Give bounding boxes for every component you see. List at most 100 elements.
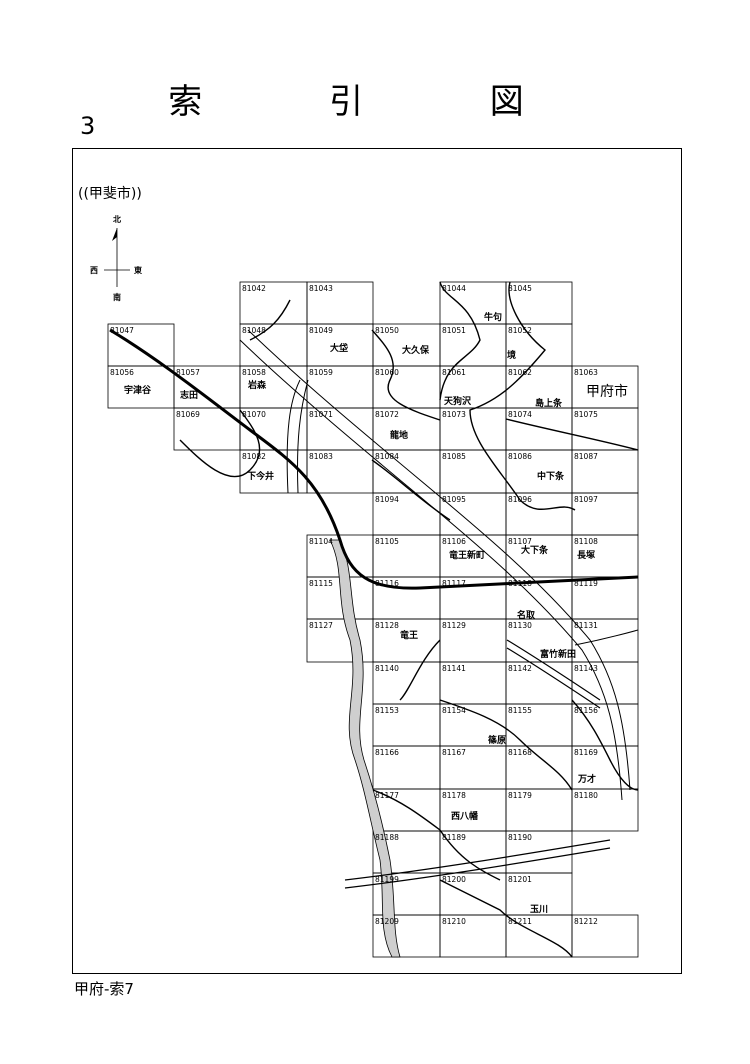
sheet-number: 81052	[508, 326, 532, 335]
page-number: 3	[80, 112, 96, 140]
sheet-number: 81200	[442, 875, 466, 884]
road-alps-dori	[344, 839, 611, 881]
north-arrow-icon	[112, 228, 117, 241]
place-label: 大久保	[402, 344, 430, 356]
place-label: 下今井	[247, 470, 274, 482]
place-label: 大下条	[521, 544, 549, 556]
sheet-number: 81058	[242, 368, 266, 377]
sheet-number: 81190	[508, 833, 532, 842]
place-label: 富竹新田	[540, 648, 576, 660]
sheet-number: 81199	[375, 875, 399, 884]
sheet-number: 81212	[574, 917, 598, 926]
place-label: 長塚	[577, 549, 595, 561]
place-label: 岩森	[247, 379, 267, 391]
map-frame	[72, 148, 682, 974]
boundary-line	[469, 281, 576, 511]
sheet-number: 81051	[442, 326, 466, 335]
sheet-number: 81155	[508, 706, 532, 715]
place-labels: 牛句大垈大久保境宇津谷志田岩森天狗沢島上条龍地下今井中下条竜王新町大下条長塚竜王…	[124, 311, 596, 915]
compass-north: 北	[113, 214, 121, 224]
sheet-number: 81130	[508, 621, 532, 630]
sheet-number: 81167	[442, 748, 466, 757]
sheet-number: 81047	[110, 326, 134, 335]
sheet-number: 81094	[375, 495, 399, 504]
highway-road	[247, 329, 631, 791]
sheet-number: 81086	[508, 452, 532, 461]
boundary-line	[439, 699, 573, 791]
place-label: 志田	[180, 389, 198, 401]
sheet-number: 81188	[375, 833, 399, 842]
sheet-number: 81056	[110, 368, 134, 377]
sheet-number: 81178	[442, 791, 466, 800]
place-label: 境	[507, 349, 516, 361]
sheet-number: 81169	[574, 748, 598, 757]
sheet-grid	[107, 281, 639, 958]
sheet-number: 81087	[574, 452, 598, 461]
page-title: 索 引 図	[168, 82, 582, 122]
boundary-line	[505, 418, 639, 451]
sheet-number: 81057	[176, 368, 200, 377]
sheet-number: 81060	[375, 368, 399, 377]
sheet-number: 81119	[574, 579, 598, 588]
sheet-number: 81082	[242, 452, 266, 461]
highway-road	[239, 339, 623, 801]
sheet-number: 81049	[309, 326, 333, 335]
sheet-number: 81106	[442, 537, 466, 546]
sheet-number: 81042	[242, 284, 266, 293]
sheet-number: 81154	[442, 706, 466, 715]
sheet-number: 81044	[442, 284, 466, 293]
sheet-number: 81177	[375, 791, 399, 800]
sheet-number: 81096	[508, 495, 532, 504]
sheet-number: 81061	[442, 368, 466, 377]
boundary-line	[371, 459, 451, 521]
sheet-number: 81140	[375, 664, 399, 673]
sheet-number: 81189	[442, 833, 466, 842]
sheet-number: 81117	[442, 579, 466, 588]
sheet-number: 81201	[508, 875, 532, 884]
sheet-number: 81062	[508, 368, 532, 377]
sheet-number: 81127	[309, 621, 333, 630]
sheet-cell[interactable]	[571, 788, 639, 832]
sheet-number: 81072	[375, 410, 399, 419]
map-features	[109, 281, 639, 958]
sheet-number: 81084	[375, 452, 399, 461]
road-line	[296, 379, 309, 494]
sheet-number: 81070	[242, 410, 266, 419]
boundary-line	[571, 699, 639, 791]
sheet-number: 81168	[508, 748, 532, 757]
place-label: 竜王	[400, 629, 418, 641]
sheet-number: 81043	[309, 284, 333, 293]
place-label: 龍地	[390, 429, 408, 441]
place-label: 竜王新町	[449, 549, 485, 561]
sheet-number: 81180	[574, 791, 598, 800]
sheet-number: 81143	[574, 664, 598, 673]
compass-west: 西	[90, 266, 98, 275]
road-line	[286, 379, 301, 494]
sheet-number: 81050	[375, 326, 399, 335]
boundary-line	[439, 281, 481, 401]
sheet-number: 81141	[442, 664, 466, 673]
sheet-number: 81210	[442, 917, 466, 926]
sheet-number: 81059	[309, 368, 333, 377]
sheet-number: 81075	[574, 410, 598, 419]
place-label: 宇津谷	[124, 384, 152, 396]
place-label: 天狗沢	[444, 395, 472, 407]
sheet-number: 81108	[574, 537, 598, 546]
sheet-number: 81074	[508, 410, 532, 419]
boundary-line	[179, 409, 261, 478]
sheet-number: 81095	[442, 495, 466, 504]
sheet-cell[interactable]	[571, 914, 639, 958]
compass-south: 南	[113, 292, 121, 302]
sheet-number: 81209	[375, 917, 399, 926]
boundary-line	[371, 329, 441, 421]
sheet-number: 81045	[508, 284, 532, 293]
place-label: 牛句	[484, 311, 502, 323]
boundary-line	[249, 299, 291, 341]
sheet-number: 81073	[442, 410, 466, 419]
compass: 北 南 西 東	[90, 214, 142, 302]
sheet-number: 81156	[574, 706, 598, 715]
footer-label: 甲府-索7	[74, 980, 134, 998]
compass-east: 東	[134, 265, 142, 275]
